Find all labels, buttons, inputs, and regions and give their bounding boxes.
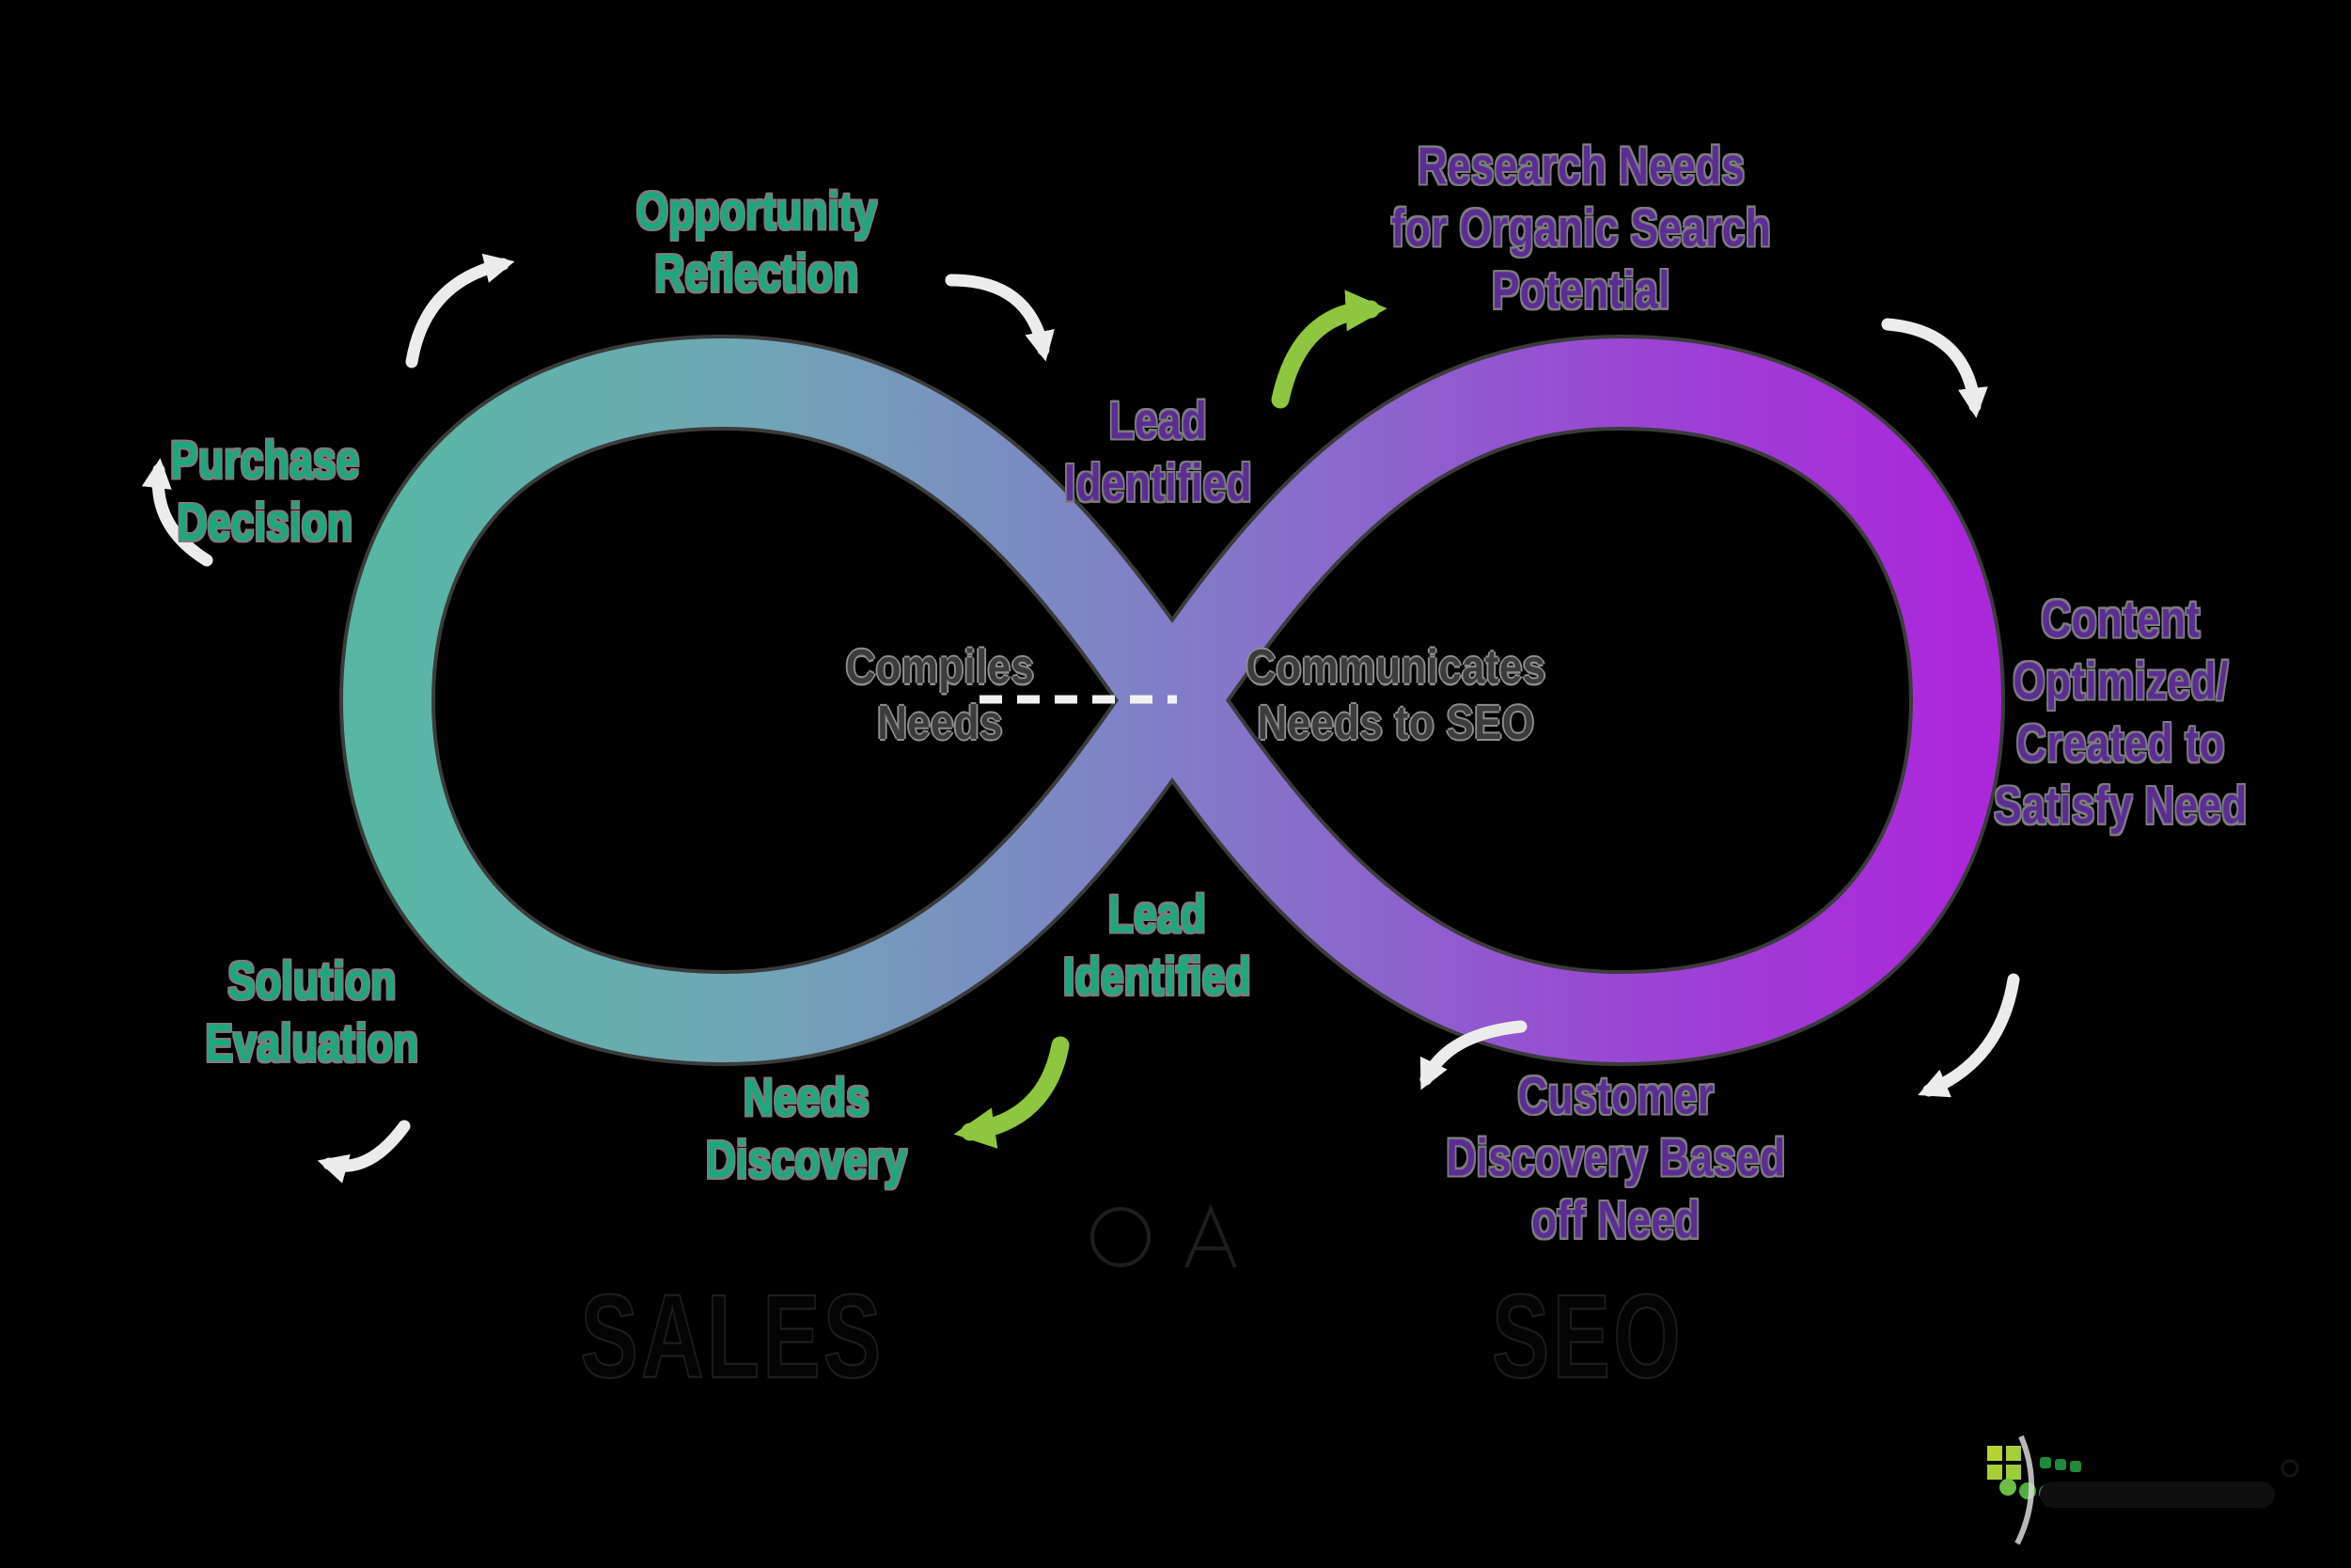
label-line: Decision <box>177 493 353 552</box>
ghost-heading-seo: SEO <box>1491 1267 1685 1403</box>
label-line: Needs to SEO <box>1257 696 1535 750</box>
label-research-needs: Research Needs for Organic Search Potent… <box>1391 135 1771 321</box>
label-line: for Organic Search <box>1390 198 1772 258</box>
label-line: Content <box>2041 588 2201 649</box>
logo-swoosh <box>2014 1435 2034 1545</box>
label-line: Reflection <box>654 243 859 303</box>
label-line: Communicates <box>1246 639 1546 694</box>
label-compiles-needs: Compiles Needs <box>846 638 1034 750</box>
ghost-heading-sales: SALES <box>580 1267 885 1403</box>
label-line: Identified <box>1063 947 1251 1006</box>
label-line: Identified <box>1064 453 1252 512</box>
label-line: Discovery Based <box>1446 1128 1786 1187</box>
label-communicates-needs: Communicates Needs to SEO <box>1246 638 1546 750</box>
arrow-opportunity-to-lead <box>945 274 1055 362</box>
logo-wordmark-ghost <box>2040 1482 2275 1508</box>
arrow-content-to-customer <box>1918 973 2020 1098</box>
label-line: Evaluation <box>205 1013 419 1073</box>
label-line: Lead <box>1107 885 1207 944</box>
label-line: Created to <box>2015 713 2225 773</box>
label-line: Compiles <box>845 639 1035 694</box>
label-line: Purchase <box>170 431 360 490</box>
label-needs-discovery: Needs Discovery <box>706 1067 907 1191</box>
label-solution-evaluation: Solution Evaluation <box>206 950 419 1074</box>
arrow-customer-to-lead <box>1419 1020 1528 1090</box>
label-purchase-decision: Purchase Decision <box>170 430 360 554</box>
label-line: Opportunity <box>635 181 878 241</box>
label-lead-identified-top: Lead Identified <box>1064 390 1252 514</box>
label-line: Needs <box>877 696 1003 750</box>
label-content-optimized: Content Optimized/ Created to Satisfy Ne… <box>1994 588 2247 837</box>
label-line: Satisfy Need <box>1994 776 2248 835</box>
label-line: Lead <box>1108 391 1208 450</box>
arrow-solution-to-purchase <box>141 458 213 567</box>
arrow-research-to-content <box>1881 318 1988 418</box>
ghost-center-icons <box>1090 1203 1237 1268</box>
label-opportunity-reflection: Opportunity Reflection <box>636 180 878 305</box>
label-customer-discovery: Customer Discovery Based off Need <box>1446 1065 1785 1251</box>
arrow-lead-to-research <box>1271 290 1387 409</box>
arrow-needs-to-solution <box>317 1120 411 1184</box>
label-line: Research Needs <box>1417 136 1746 196</box>
arrow-purchase-to-opportunity <box>405 253 515 368</box>
label-lead-identified-bottom: Lead Identified <box>1063 884 1251 1008</box>
label-line: off Need <box>1531 1190 1701 1249</box>
label-line: Optimized/ <box>2013 651 2229 711</box>
label-line: Solution <box>227 951 397 1011</box>
label-line: Customer <box>1517 1066 1715 1125</box>
label-line: Needs <box>743 1068 870 1127</box>
logo-registered-mark <box>2280 1459 2299 1478</box>
label-line: Discovery <box>705 1130 908 1189</box>
arrow-lead-to-needs-discovery <box>953 1036 1070 1149</box>
label-line: Potential <box>1492 260 1670 320</box>
